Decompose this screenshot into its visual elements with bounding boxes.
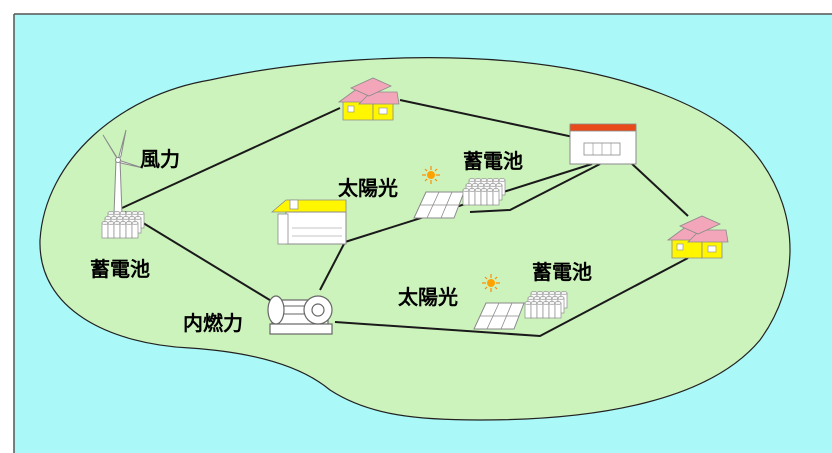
line-wind-to-engine <box>124 211 279 306</box>
battery-bank-icon <box>102 211 144 238</box>
label-battery-1: 蓄電池 <box>90 257 150 281</box>
line-factory-to-solar <box>469 163 601 213</box>
factory-icon <box>569 123 637 165</box>
school-icon <box>270 199 347 245</box>
label-battery-2: 蓄電池 <box>463 149 523 173</box>
engine-generator-icon <box>267 295 333 335</box>
label-wind: 風力 <box>140 147 180 171</box>
line-factory-to-house <box>629 161 689 217</box>
label-engine: 内燃力 <box>183 311 243 335</box>
line-engine-to-school <box>319 241 346 291</box>
line-wind-to-house <box>121 107 341 209</box>
line-engine-to-house <box>334 257 689 338</box>
battery-bank-icon <box>463 178 505 205</box>
line-house-to-factory <box>399 99 579 139</box>
battery-bank-icon <box>525 291 567 318</box>
wind-turbine-icon <box>102 129 144 215</box>
label-battery-3: 蓄電池 <box>532 260 592 284</box>
label-solar-1: 太陽光 <box>338 176 398 200</box>
label-solar-2: 太陽光 <box>398 285 458 309</box>
